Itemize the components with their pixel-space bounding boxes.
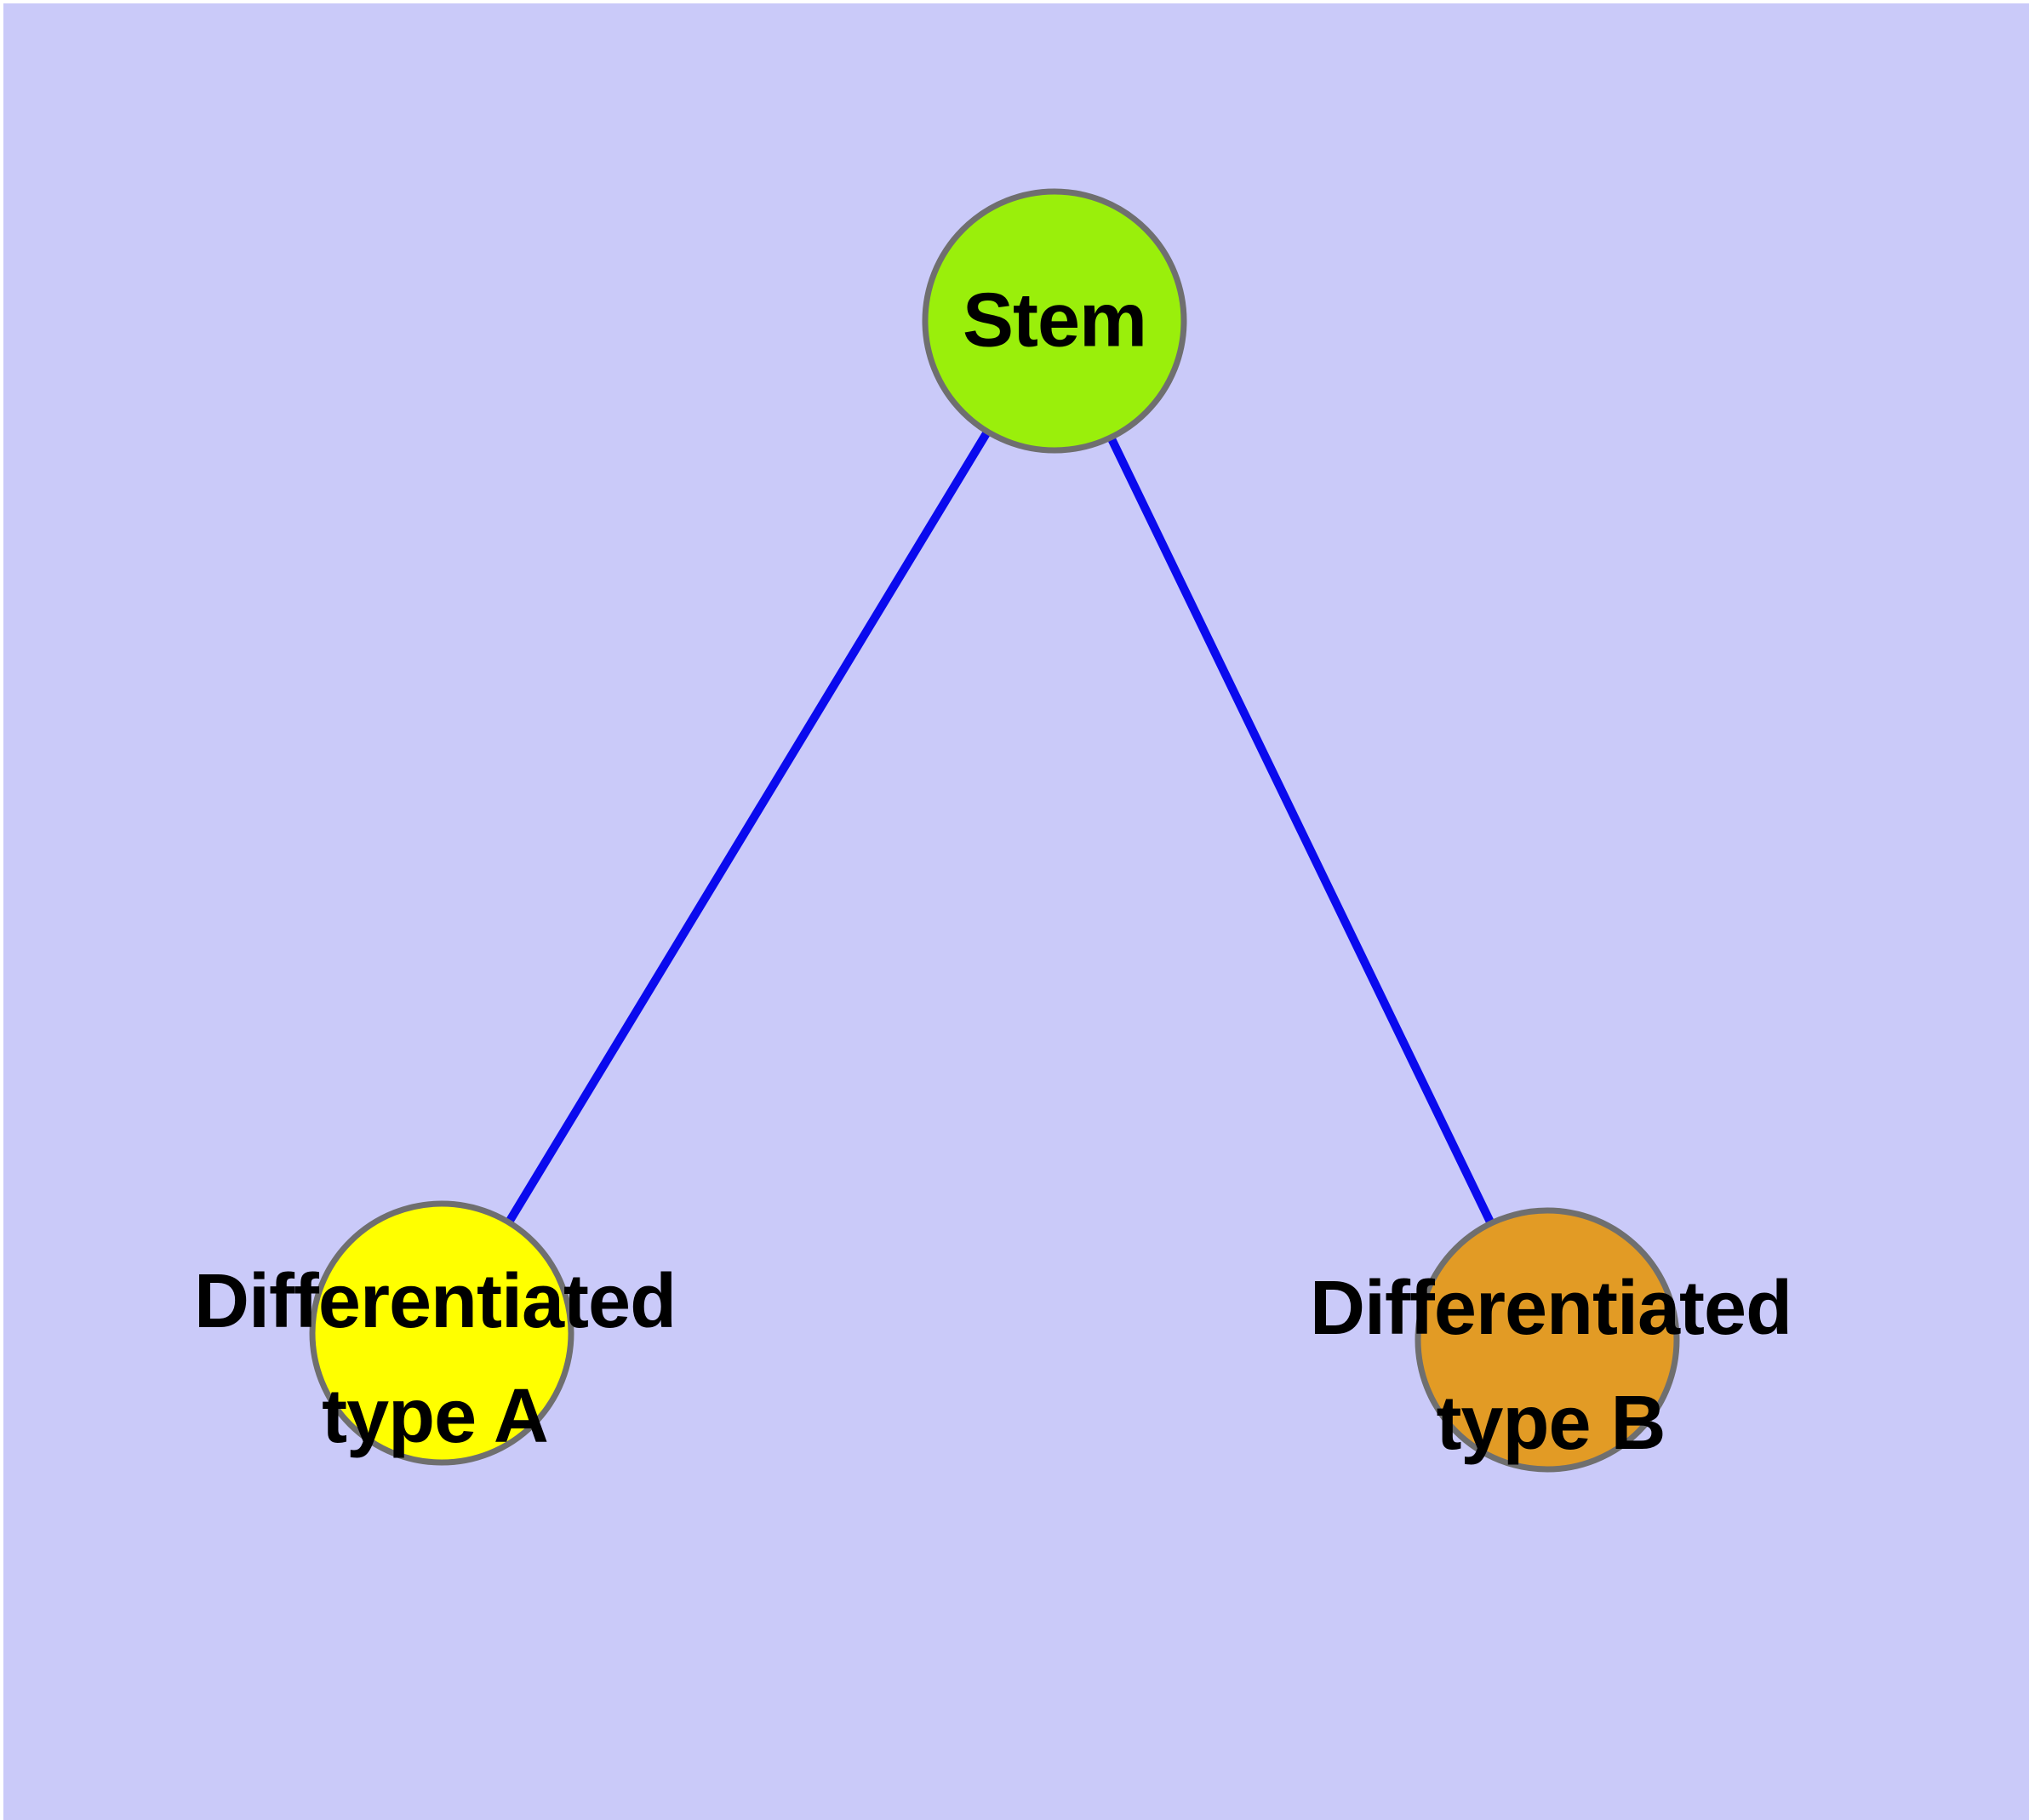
- node-stem-circle[interactable]: [922, 188, 1187, 454]
- node-differentiated-type-b-label: Differentiated type B: [1310, 1251, 1792, 1481]
- label-line-1: Differentiated: [1309, 1266, 1792, 1351]
- node-stem-label: Stem: [962, 278, 1147, 363]
- label-line-1: Differentiated: [193, 1259, 677, 1344]
- label-line-2: type A: [322, 1374, 549, 1459]
- node-differentiated-type-a-label: Differentiated type A: [193, 1245, 677, 1474]
- node-differentiated-type-b-circle[interactable]: [1415, 1207, 1680, 1473]
- node-differentiated-type-a-circle[interactable]: [309, 1200, 574, 1466]
- label-line-2: type B: [1436, 1381, 1666, 1466]
- edge-stem-to-type-b: [1050, 318, 1552, 1342]
- edge-stem-to-type-a: [437, 318, 1059, 1336]
